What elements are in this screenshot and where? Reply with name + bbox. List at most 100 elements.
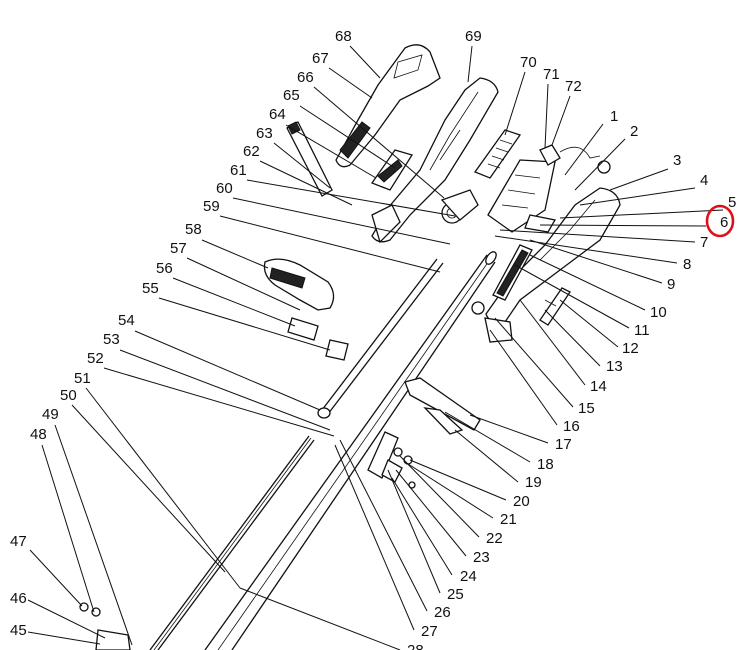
- callout-label-72: 72: [565, 78, 582, 95]
- leader-line-46: [27, 599, 106, 639]
- leader-line-25: [387, 469, 441, 594]
- callout-labels: 1234567891011121314151617181920212223242…: [10, 28, 736, 650]
- leader-line-10: [529, 254, 646, 311]
- callout-label-50: 50: [60, 387, 77, 404]
- callout-label-2: 2: [630, 123, 638, 140]
- inner-rod: [317, 258, 444, 419]
- callout-label-19: 19: [525, 474, 542, 491]
- callout-label-10: 10: [650, 304, 667, 321]
- callout-label-46: 46: [10, 590, 27, 607]
- leader-line-22: [399, 455, 480, 538]
- callout-label-22: 22: [486, 530, 503, 547]
- trigger-assembly: [371, 189, 479, 244]
- callout-label-45: 45: [10, 622, 27, 639]
- leader-line-67: [328, 67, 373, 99]
- callout-label-12: 12: [622, 340, 639, 357]
- callout-label-65: 65: [283, 87, 300, 104]
- callout-label-20: 20: [513, 493, 530, 510]
- clamp-55: [287, 317, 349, 361]
- leader-line-66: [313, 86, 445, 199]
- leader-line-50: [71, 404, 226, 573]
- leader-line-4: [579, 187, 696, 206]
- parts-drawing: [79, 44, 621, 650]
- leader-line-57: [186, 257, 301, 311]
- callout-label-25: 25: [447, 586, 464, 603]
- callout-label-26: 26: [434, 604, 451, 621]
- leader-line-71: [544, 83, 549, 149]
- leader-line-45: [27, 631, 101, 645]
- leader-line-27: [334, 444, 415, 631]
- callout-label-23: 23: [473, 549, 490, 566]
- callout-label-13: 13: [606, 358, 623, 375]
- leader-line-72: [551, 95, 571, 146]
- leader-line-6: [539, 224, 707, 227]
- callout-label-58: 58: [185, 221, 202, 238]
- leader-line-13: [544, 309, 601, 367]
- leader-line-54: [134, 330, 321, 411]
- callout-label-60: 60: [216, 180, 233, 197]
- callout-label-28: 28: [407, 642, 424, 650]
- leader-line-20: [409, 459, 507, 501]
- callout-label-70: 70: [520, 54, 537, 71]
- callout-label-53: 53: [103, 331, 120, 348]
- lower-coupler-46: [79, 602, 131, 650]
- drive-shaft: [149, 435, 315, 650]
- callout-label-68: 68: [335, 28, 352, 45]
- callout-label-63: 63: [256, 125, 273, 142]
- leader-line-58: [201, 239, 269, 269]
- leader-line-11: [514, 264, 630, 329]
- leader-line-61: [246, 179, 456, 217]
- rear-handle-68: [335, 44, 441, 168]
- callout-label-49: 49: [42, 406, 59, 423]
- leader-line-9: [529, 239, 663, 284]
- leader-line-65: [299, 105, 396, 169]
- callout-label-6: 6: [720, 214, 728, 231]
- gear-head-16: [471, 301, 513, 343]
- front-handle-58: [263, 258, 335, 311]
- callout-label-5: 5: [728, 194, 736, 211]
- callout-label-59: 59: [203, 198, 220, 215]
- callout-label-17: 17: [555, 436, 572, 453]
- callout-label-1: 1: [610, 108, 618, 125]
- callout-label-54: 54: [118, 312, 135, 329]
- callout-label-67: 67: [312, 50, 329, 67]
- leader-line-19: [454, 429, 519, 483]
- callout-label-48: 48: [30, 426, 47, 443]
- grip-cover-66: [370, 149, 414, 191]
- leader-line-14: [519, 299, 586, 386]
- leader-line-55: [158, 297, 331, 351]
- callout-label-3: 3: [673, 152, 681, 169]
- callout-label-55: 55: [142, 280, 159, 297]
- leader-line-2: [574, 138, 626, 191]
- callout-label-4: 4: [700, 172, 708, 189]
- leader-line-1: [564, 123, 604, 176]
- callout-label-57: 57: [170, 240, 187, 257]
- leader-line-62: [259, 160, 353, 206]
- grip-strip-11: [492, 244, 533, 301]
- callout-label-56: 56: [156, 260, 173, 277]
- leader-lines: [27, 45, 724, 650]
- leader-line-63: [273, 142, 331, 189]
- callout-label-16: 16: [563, 418, 580, 435]
- leader-line-7: [499, 229, 696, 243]
- leader-line-8: [494, 235, 678, 264]
- leader-line-28: [239, 587, 401, 650]
- leader-line-60: [232, 197, 451, 245]
- callout-label-21: 21: [500, 511, 517, 528]
- callout-label-71: 71: [543, 66, 560, 83]
- callout-label-64: 64: [269, 106, 286, 123]
- callout-label-27: 27: [421, 623, 438, 640]
- leader-line-69: [467, 45, 473, 83]
- callout-label-52: 52: [87, 350, 104, 367]
- leader-line-26: [339, 439, 428, 612]
- highlight-circle: [705, 204, 735, 238]
- callout-label-9: 9: [667, 276, 675, 293]
- callout-label-11: 11: [634, 322, 650, 339]
- leader-line-64: [285, 124, 377, 179]
- leader-line-68: [349, 45, 381, 79]
- strap-bracket-64: [286, 121, 333, 197]
- leader-line-3: [609, 168, 669, 191]
- callout-label-66: 66: [297, 69, 314, 86]
- callout-label-47: 47: [10, 533, 27, 550]
